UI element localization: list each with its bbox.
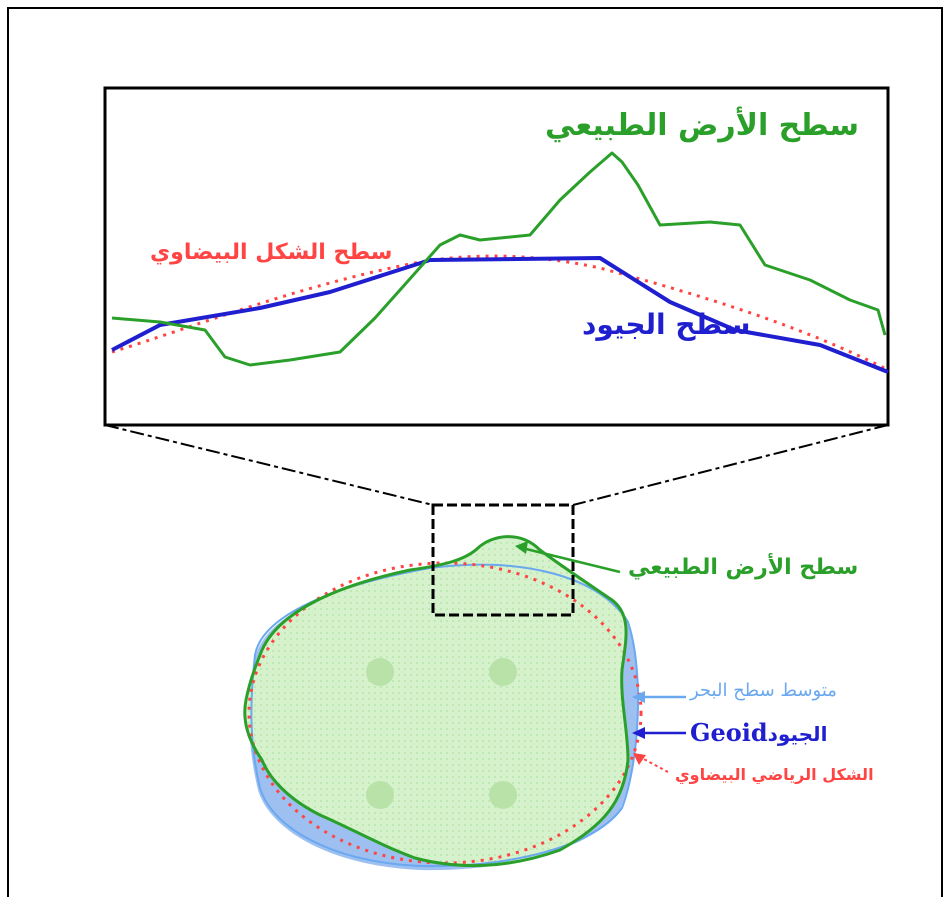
zoom-ellipsoid-label: سطح الشكل البيضاوي xyxy=(150,240,393,265)
earth-geoid-label: Geoidالجيود xyxy=(690,718,827,747)
geoid-arrowhead xyxy=(632,727,645,739)
outer-frame xyxy=(7,7,943,901)
ellipsoid-arrowhead xyxy=(633,753,646,765)
terrain-arrow xyxy=(521,546,621,574)
geoid-ar-label: الجيود xyxy=(767,722,828,746)
zoom-connector-left xyxy=(104,424,434,506)
earth-sea-level-label: متوسط سطح البحر xyxy=(690,680,837,701)
sea-level-arrowhead xyxy=(632,691,645,703)
geoid-en-label: Geoid xyxy=(690,718,768,747)
zoom-terrain-line xyxy=(111,151,887,367)
terrain-arrowhead xyxy=(515,541,528,554)
land-blob xyxy=(366,781,394,809)
earth-cross-section xyxy=(243,503,643,871)
ellipsoid-arrow xyxy=(639,756,669,773)
earth-terrain-label: سطح الأرض الطبيعي xyxy=(628,555,859,580)
zoom-window xyxy=(431,503,575,617)
zoom-terrain-label: سطح الأرض الطبيعي xyxy=(545,108,860,143)
land-blob xyxy=(489,658,517,686)
terrain-outline xyxy=(243,535,630,868)
earth-ellipsoid-label: الشكل الرياضي البيضاوي xyxy=(675,765,874,784)
zoom-connector-right xyxy=(572,424,889,506)
leader-arrows xyxy=(515,541,686,773)
land-blob xyxy=(489,781,517,809)
zoom-geoid-line xyxy=(111,256,889,374)
zoom-geoid-label: سطح الجيود xyxy=(582,308,751,341)
land-texture xyxy=(244,536,628,866)
land-blob xyxy=(366,658,394,686)
zoom-panel xyxy=(103,86,890,427)
